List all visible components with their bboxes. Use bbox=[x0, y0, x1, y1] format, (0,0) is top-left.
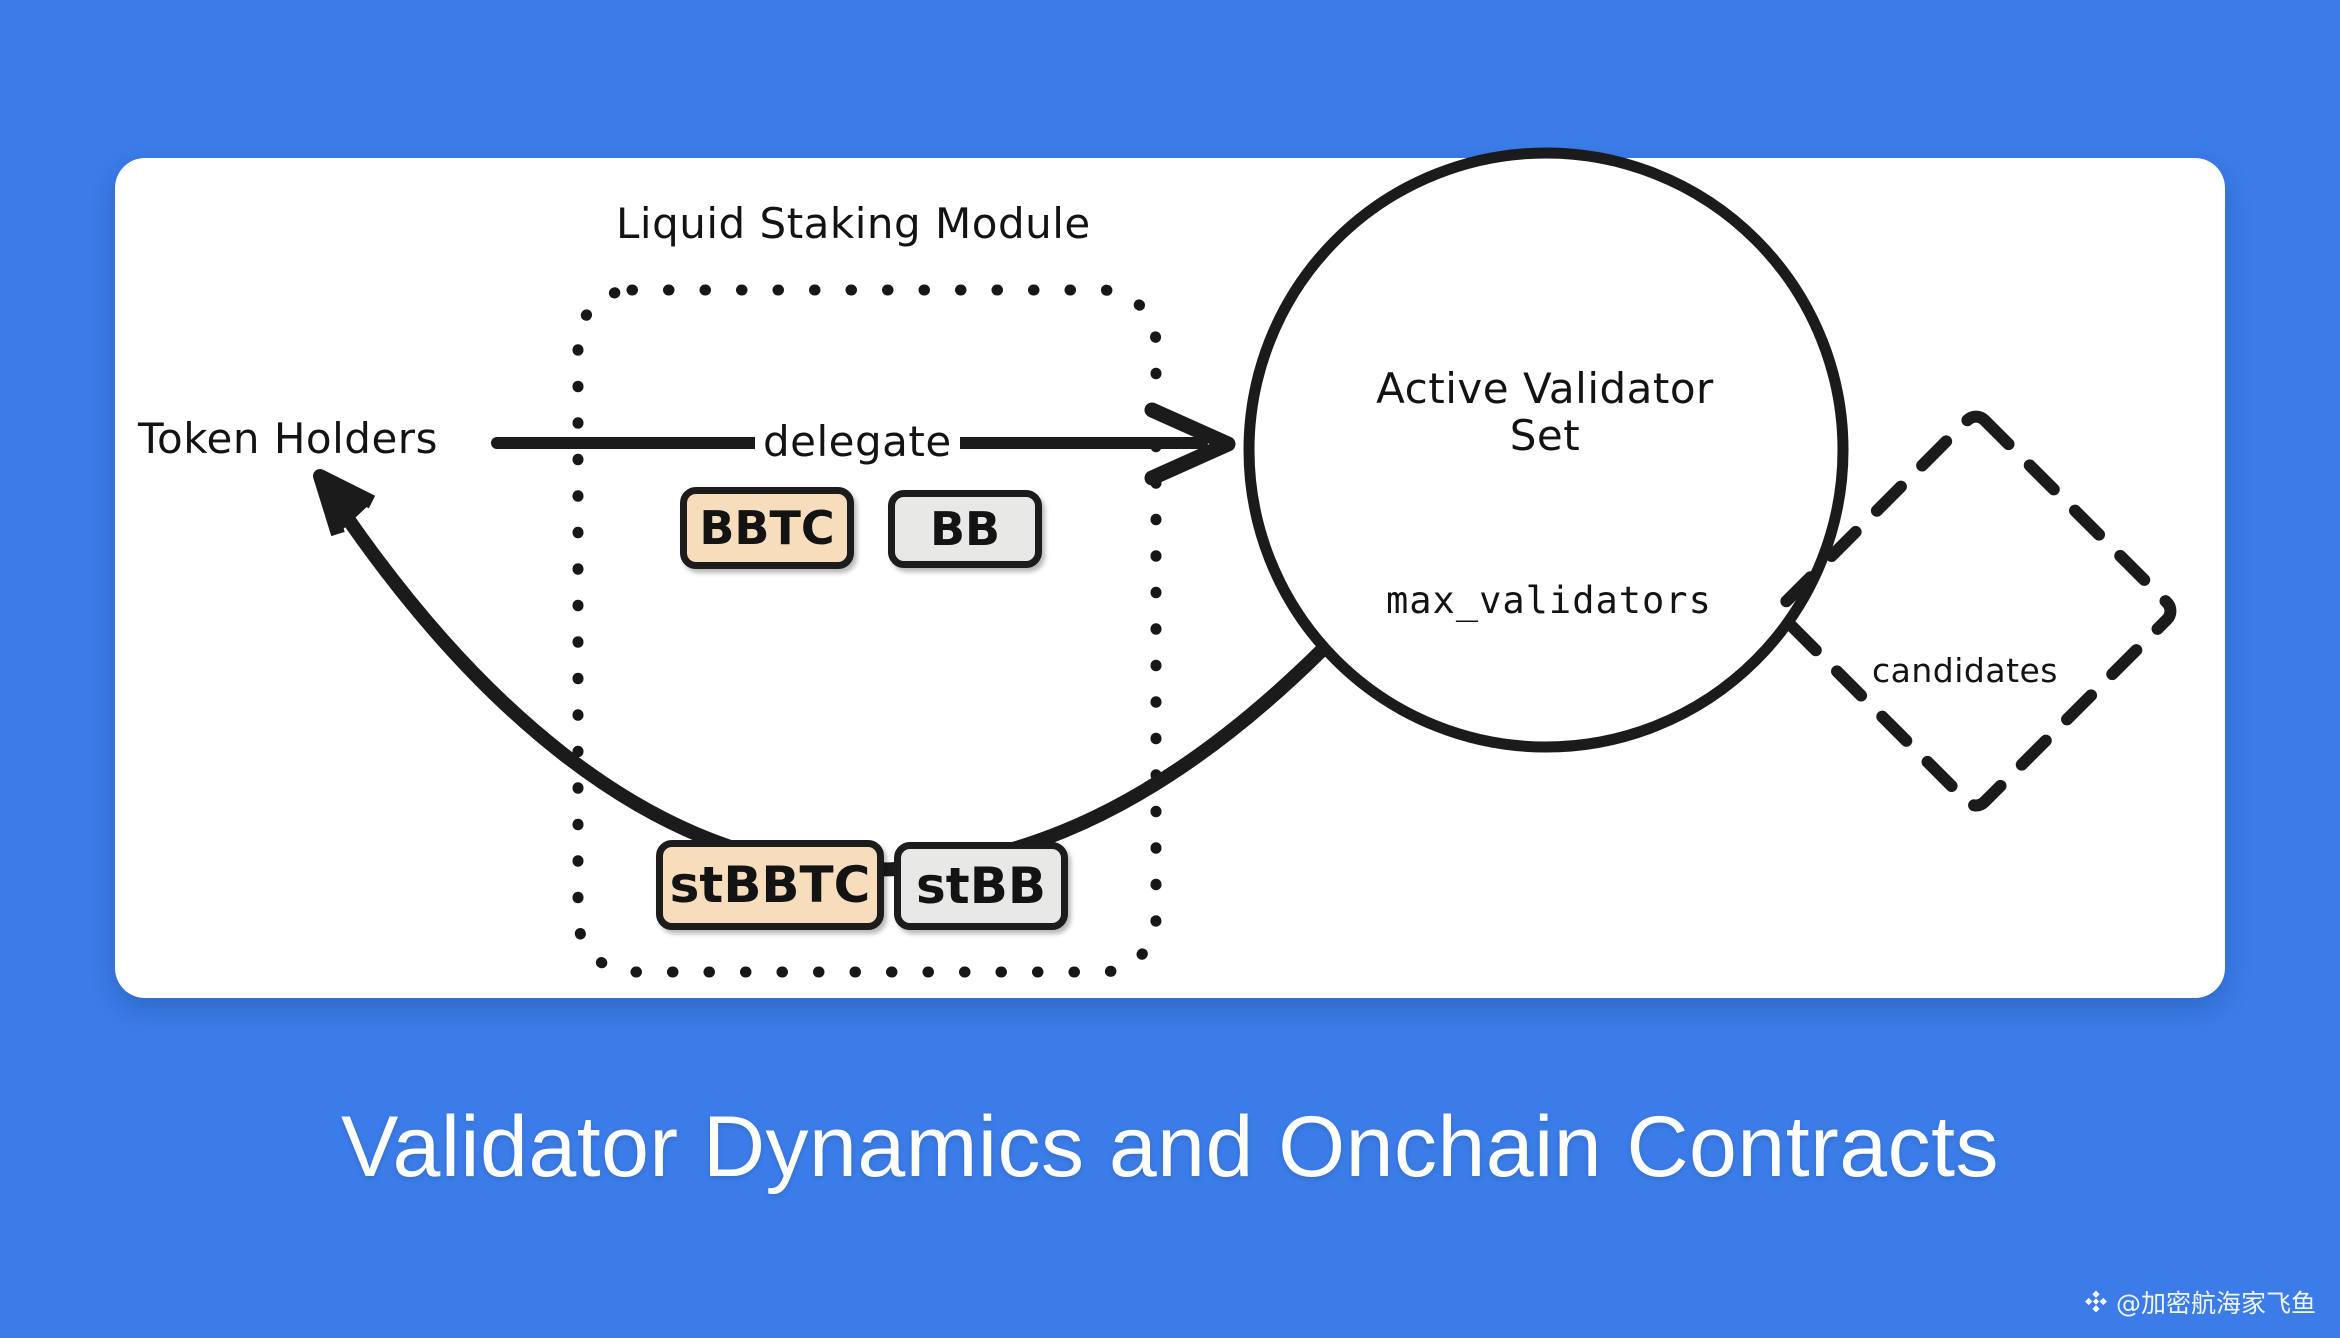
watermark: @加密航海家飞鱼 bbox=[2083, 1284, 2316, 1320]
token-holders-label: Token Holders bbox=[138, 414, 438, 463]
token-chip-stbbtc: stBBTC bbox=[656, 840, 884, 930]
delegate-label: delegate bbox=[755, 418, 960, 465]
candidates-label: candidates bbox=[1872, 651, 2059, 690]
binance-diamond-icon bbox=[2085, 1290, 2107, 1313]
slide-caption: Validator Dynamics and Onchain Contracts bbox=[341, 1099, 1999, 1195]
active-validator-set-label: Active Validator Set bbox=[1376, 364, 1714, 461]
token-chip-bb: BB bbox=[888, 490, 1042, 568]
max-validators-label: max_validators bbox=[1386, 579, 1712, 622]
liquid-staking-module-label: Liquid Staking Module bbox=[616, 199, 1091, 248]
token-chip-stbb: stBB bbox=[894, 842, 1068, 930]
token-chip-bbtc: BBTC bbox=[680, 487, 854, 569]
watermark-handle: @加密航海家飞鱼 bbox=[2115, 1289, 2316, 1318]
diagram-card bbox=[115, 158, 2225, 998]
